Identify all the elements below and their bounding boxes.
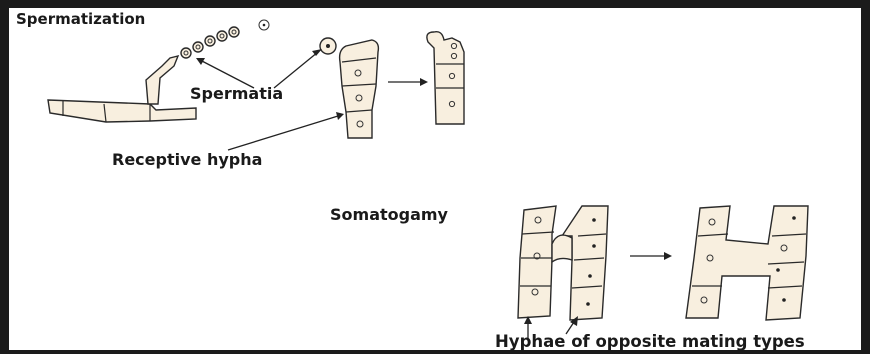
arrow-fusion-1-head bbox=[420, 78, 428, 86]
label-spermatia: Spermatia bbox=[190, 84, 283, 103]
spermatia-bearing-hypha bbox=[48, 56, 196, 122]
spermatia-chain bbox=[181, 27, 239, 58]
receptive-hypha-after bbox=[427, 32, 464, 124]
frame-left bbox=[0, 0, 9, 354]
frame-top bbox=[0, 0, 870, 8]
label-hyphae-opposite-mating-types: Hyphae of opposite mating types bbox=[495, 332, 805, 351]
label-spermatization: Spermatization bbox=[16, 10, 145, 28]
free-spermatium-nucleus bbox=[263, 24, 266, 27]
receptive-hypha-before bbox=[340, 40, 379, 138]
label-receptive-hypha: Receptive hypha bbox=[112, 150, 262, 169]
somatogamy-hyphae-after bbox=[686, 206, 808, 320]
label-somatogamy: Somatogamy bbox=[330, 205, 448, 224]
somatogamy-hyphae-before bbox=[518, 206, 608, 320]
arrow-fusion-2-head bbox=[664, 252, 672, 260]
receptive-hypha-pointer-arrow bbox=[228, 112, 344, 150]
attached-spermatium-nucleus bbox=[326, 44, 330, 48]
frame-right bbox=[861, 0, 870, 354]
spermatia-pointer-arrows bbox=[196, 49, 322, 88]
